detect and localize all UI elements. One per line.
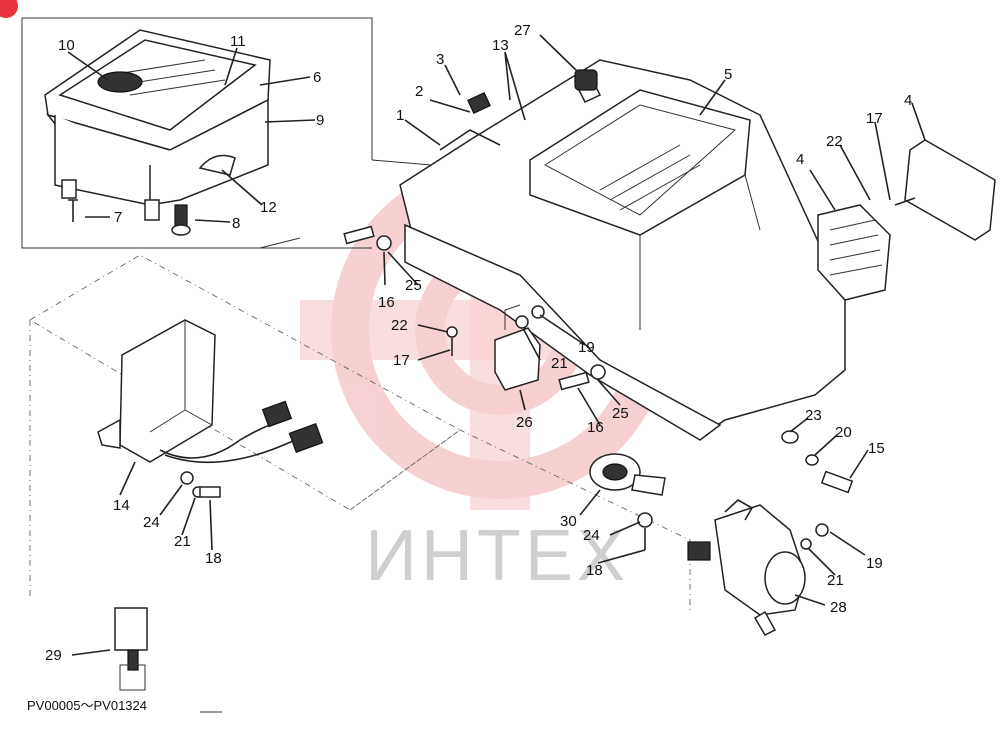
- callout-18-mid: 18: [586, 562, 603, 579]
- callout-10: 10: [58, 37, 75, 54]
- callout-27: 27: [514, 22, 531, 39]
- callout-28: 28: [830, 599, 847, 616]
- callout-3: 3: [436, 51, 444, 68]
- serial-range-label: PV00005～PV01324: [27, 698, 147, 713]
- relay-29: [114, 607, 148, 691]
- callout-labels: 10 11 6 9 7 8 12 3 13 27 2 1 5 4 17 22 4…: [45, 22, 912, 664]
- callout-12: 12: [260, 199, 277, 216]
- callout-22-mid: 22: [391, 317, 408, 334]
- callout-30: 30: [560, 513, 577, 530]
- callout-19-mid: 19: [578, 339, 595, 356]
- callout-7: 7: [114, 209, 122, 226]
- callout-21-left: 21: [174, 533, 191, 550]
- callout-2: 2: [415, 83, 423, 100]
- callout-20: 20: [835, 424, 852, 441]
- callout-26: 26: [516, 414, 533, 431]
- callout-1: 1: [396, 107, 404, 124]
- callout-14: 14: [113, 497, 130, 514]
- mounting-plate-edge: [349, 429, 691, 610]
- callout-25-mid: 25: [612, 405, 629, 422]
- callout-17-top: 17: [866, 110, 883, 127]
- callout-4-mid: 4: [796, 151, 804, 168]
- callout-11: 11: [230, 33, 246, 50]
- callout-22-top: 22: [826, 133, 843, 150]
- corner-marker-icon: [0, 0, 18, 18]
- callout-24-left: 24: [143, 514, 160, 531]
- callout-21-right: 21: [827, 572, 844, 589]
- leader-lines: [67, 34, 926, 656]
- main-dash-housing: [399, 59, 846, 441]
- callout-19-right: 19: [866, 555, 883, 572]
- inset-detail-gauge: [21, 17, 516, 249]
- mounting-plate-outline: [29, 254, 461, 511]
- callout-6: 6: [313, 69, 321, 86]
- callout-8: 8: [232, 215, 240, 232]
- callout-15: 15: [868, 440, 885, 457]
- bolt-group-right: [180, 430, 854, 498]
- bolt-group-left: [343, 225, 606, 391]
- callout-17-mid: 17: [393, 352, 410, 369]
- horn-assembly: [589, 453, 666, 550]
- key-switch-assembly: [687, 499, 829, 636]
- callout-23: 23: [805, 407, 822, 424]
- callout-9: 9: [316, 112, 324, 129]
- callout-24-mid: 24: [583, 527, 600, 544]
- callout-16-mid: 16: [587, 419, 604, 436]
- callout-13: 13: [492, 37, 509, 54]
- watermark-text: ИНТЕХ: [365, 516, 629, 596]
- callout-18-left: 18: [205, 550, 222, 567]
- callout-29: 29: [45, 647, 62, 664]
- callout-4-top: 4: [904, 92, 912, 109]
- callout-5: 5: [724, 66, 732, 83]
- fuse-box-assembly: [817, 139, 996, 301]
- controller-unit: [97, 319, 324, 464]
- callout-16-left: 16: [378, 294, 395, 311]
- callout-25-left: 25: [405, 277, 422, 294]
- callout-21-mid: 21: [551, 355, 568, 372]
